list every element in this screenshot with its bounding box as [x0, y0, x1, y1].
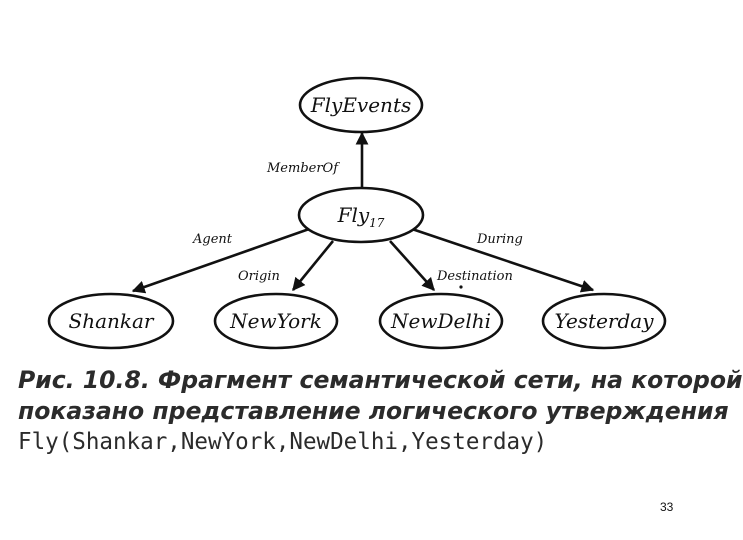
edge-label-destination: Destination: [436, 269, 513, 284]
node-label-fly: Fly: [337, 203, 370, 227]
node-label-shankar: Shankar: [69, 309, 155, 333]
node-newdelhi: NewDelhi: [378, 292, 504, 350]
edge-during: [411, 227, 595, 293]
caption-line-1: Рис. 10.8. Фрагмент семантической сети, …: [18, 366, 743, 394]
node-yesterday: Yesterday: [541, 292, 667, 350]
node-label-newyork: NewYork: [229, 309, 322, 333]
node-fly17: Fly17: [297, 186, 425, 244]
figure-caption: Рис. 10.8. Фрагмент семантической сети, …: [18, 365, 743, 458]
node-label-yesterday: Yesterday: [554, 309, 654, 333]
caption-line-3-formula: Fly(Shankar,NewYork,NewDelhi,Yesterday): [18, 429, 548, 455]
node-newyork: NewYork: [213, 292, 339, 350]
semantic-network-diagram: MemberOf Agent Origin Destination During…: [47, 76, 667, 350]
edge-origin: [291, 240, 335, 292]
node-shankar: Shankar: [47, 292, 175, 350]
edge-destination: [389, 240, 435, 291]
page-number: 33: [660, 500, 674, 514]
node-label-newdelhi: NewDelhi: [390, 309, 491, 333]
edge-label-during: During: [476, 232, 523, 247]
edge-label-agent: Agent: [192, 232, 233, 247]
node-label-flyevents: FlyEvents: [310, 93, 412, 117]
edge-label-origin: Origin: [238, 269, 280, 284]
node-flyevents: FlyEvents: [298, 76, 424, 134]
node-label-fly-subscript: 17: [369, 216, 385, 230]
edge-agent: [131, 226, 313, 294]
svg-text:Fly17: Fly17: [337, 203, 385, 230]
caption-line-2: показано представление логического утвер…: [18, 397, 729, 425]
edge-label-memberof: MemberOf: [266, 161, 340, 176]
dot-mark: [459, 285, 463, 289]
